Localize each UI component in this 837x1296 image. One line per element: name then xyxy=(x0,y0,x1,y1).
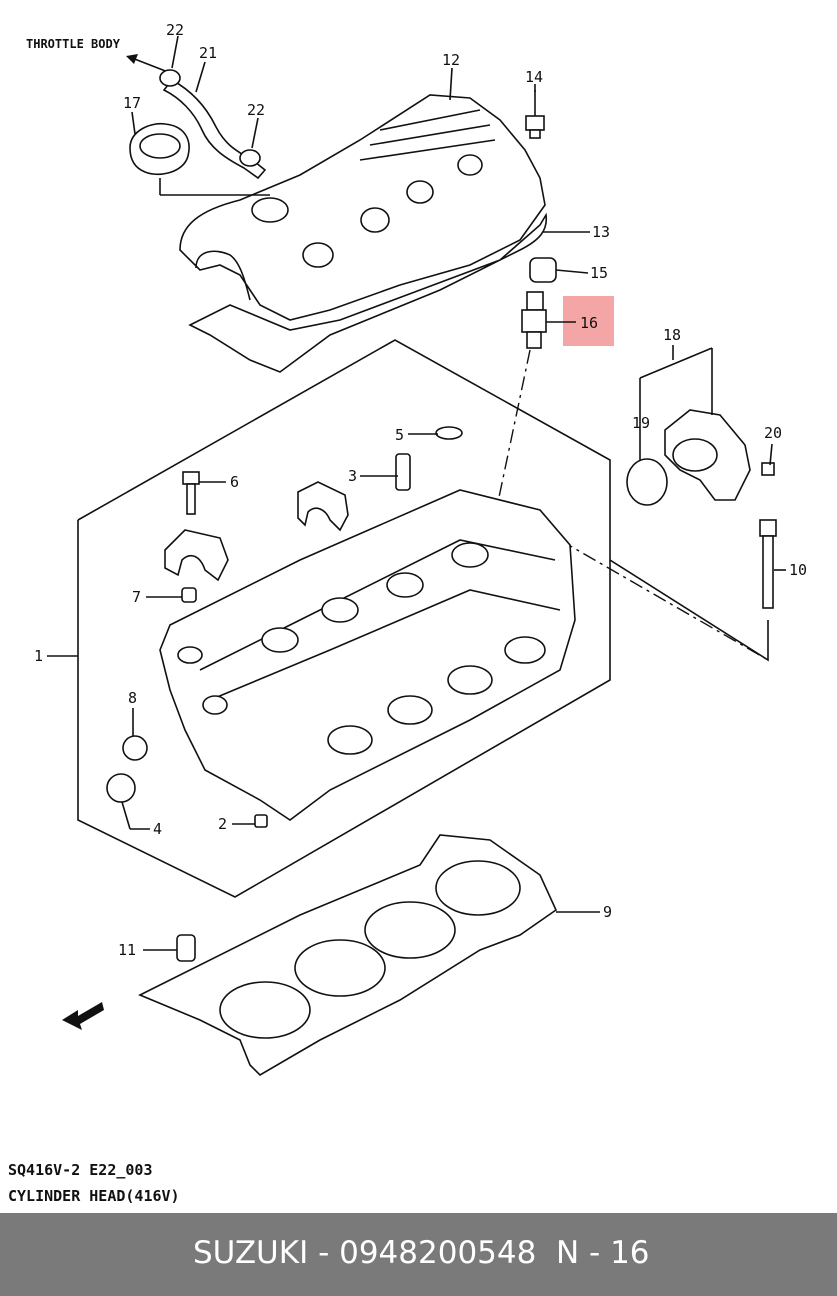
callout-2: 2 xyxy=(218,815,227,833)
thermostat-housing xyxy=(626,409,751,506)
callout-14: 14 xyxy=(525,68,543,86)
callout-8: 8 xyxy=(128,689,137,707)
callout-22b: 22 xyxy=(247,101,265,119)
head-frame-bottom xyxy=(77,520,611,898)
exploded-parts-diagram: THROTTLE BODY xyxy=(26,21,807,1077)
callout-7: 7 xyxy=(132,588,141,606)
callout-9: 9 xyxy=(603,903,612,921)
callout-15: 15 xyxy=(590,264,608,282)
plug-axis-line xyxy=(489,349,531,541)
oil-filler-cap xyxy=(129,122,190,176)
highlight-box xyxy=(563,296,614,346)
forward-arrow-icon: FWD xyxy=(62,997,104,1030)
footer-bar: SUZUKI - 0948200548 N - 16 xyxy=(0,1213,837,1296)
callout-19: 19 xyxy=(632,414,650,432)
throttle-arrow xyxy=(126,54,169,73)
callout-12: 12 xyxy=(442,51,460,69)
cap-bolt xyxy=(182,471,200,515)
plug-seal xyxy=(529,257,557,283)
callout-11: 11 xyxy=(118,941,136,959)
diagram-code: SQ416V-2 E22_003 xyxy=(8,1161,153,1179)
callout-10: 10 xyxy=(789,561,807,579)
head-frame-top xyxy=(77,339,769,662)
throttle-body-label: THROTTLE BODY xyxy=(26,37,121,51)
bolt-axis-line xyxy=(559,539,769,661)
cover-bolt xyxy=(525,90,545,139)
footer-part-number: SUZUKI - 0948200548 xyxy=(193,1235,537,1271)
callout-5: 5 xyxy=(395,426,404,444)
callout-22a: 22 xyxy=(166,21,184,39)
breather-hose xyxy=(159,69,267,180)
callout-3: 3 xyxy=(348,467,357,485)
head-cover-gasket xyxy=(188,212,548,373)
drain-plug xyxy=(254,814,268,828)
spark-plug xyxy=(521,291,547,349)
gasket-dowel xyxy=(176,934,196,962)
head-bolt xyxy=(759,519,777,609)
housing-bolt xyxy=(761,462,775,476)
valve-seal xyxy=(435,426,463,440)
callout-17: 17 xyxy=(123,94,141,112)
callout-6: 6 xyxy=(230,473,239,491)
callout-16: 16 xyxy=(580,314,598,332)
callout-4: 4 xyxy=(153,820,162,838)
dowel-pin xyxy=(181,587,197,603)
cylinder-head xyxy=(159,489,576,821)
camshaft-cap xyxy=(164,481,349,582)
camshaft-plug xyxy=(106,773,136,803)
camshaft-oil-seal xyxy=(122,735,148,761)
callout-1: 1 xyxy=(34,647,43,665)
callout-13: 13 xyxy=(592,223,610,241)
callout-18: 18 xyxy=(663,326,681,344)
diagram-title: CYLINDER HEAD(416V) xyxy=(8,1187,180,1205)
cylinder-head-cover xyxy=(179,94,546,321)
callout-21: 21 xyxy=(199,44,217,62)
cylinder-head-gasket xyxy=(138,834,558,1077)
callout-20: 20 xyxy=(764,424,782,442)
valve-guide xyxy=(395,453,411,491)
footer-page: N - 16 xyxy=(556,1235,650,1271)
leader-lines xyxy=(47,35,786,951)
